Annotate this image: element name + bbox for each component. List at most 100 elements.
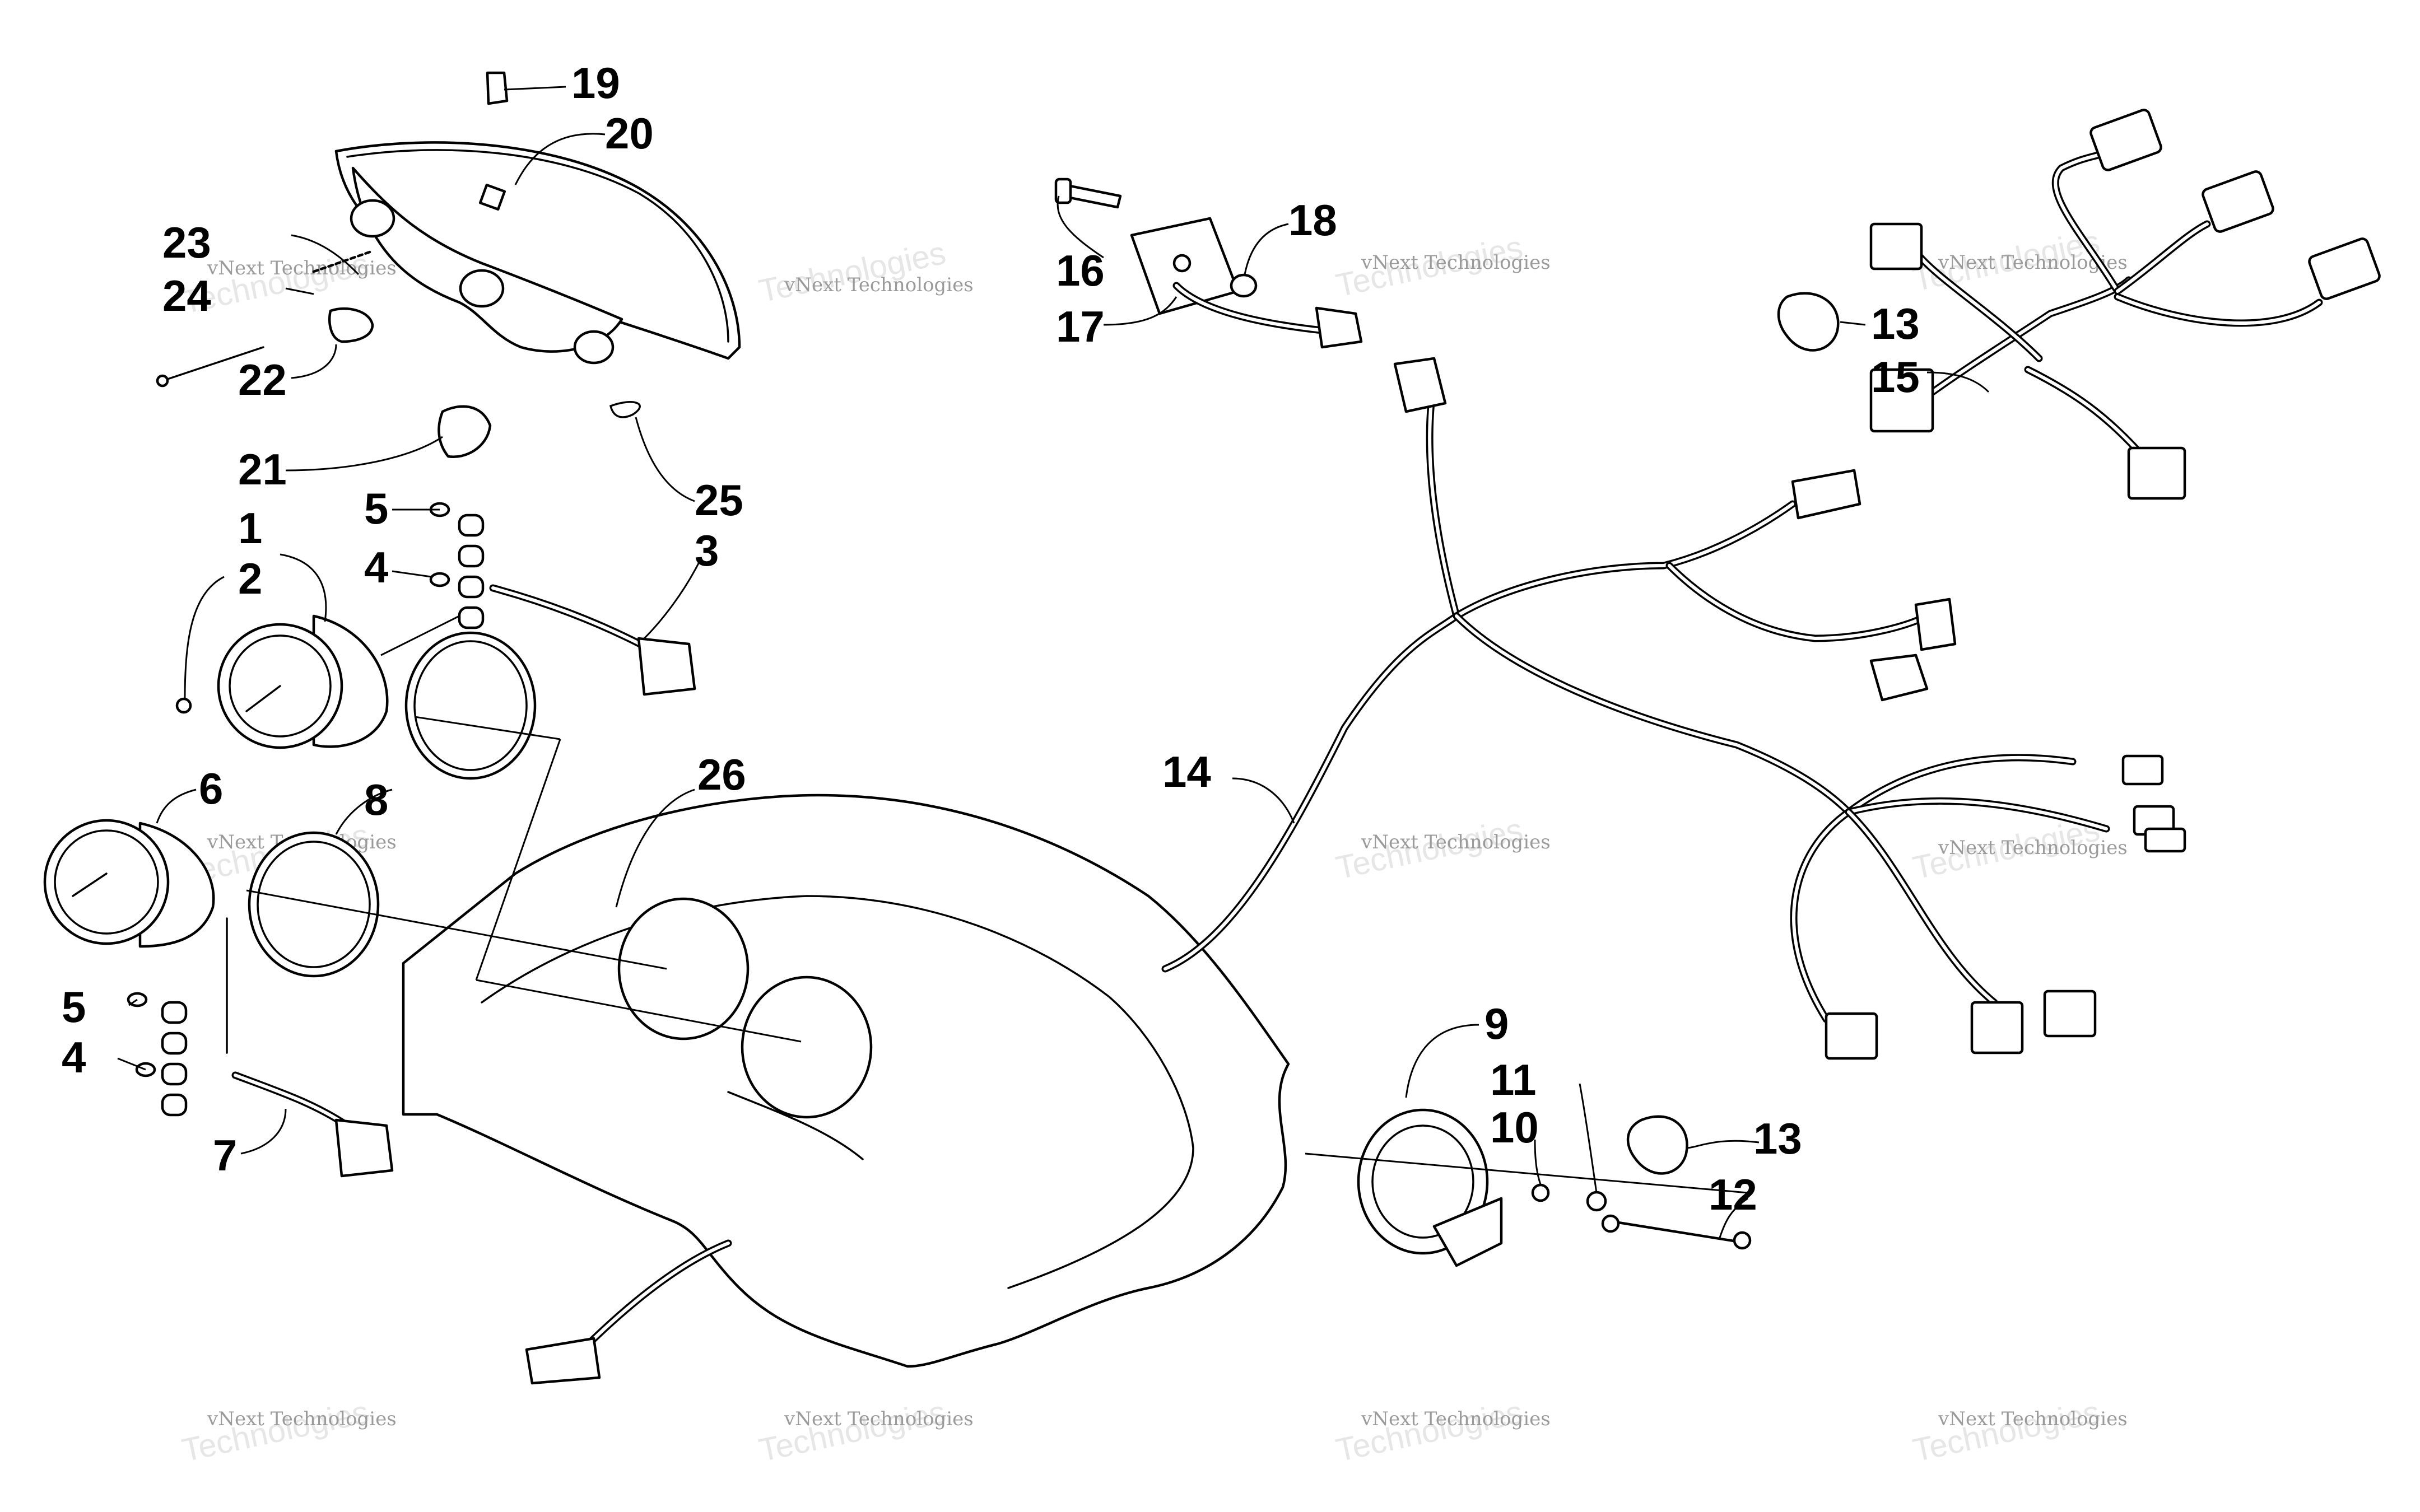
hl-socket-3: [2308, 237, 2381, 300]
socket-3d: [458, 606, 485, 629]
harness-branch-lower: [1453, 612, 1853, 816]
watermark-small-text: vNext Technologies: [207, 257, 397, 279]
hl-plug-upper: [1869, 222, 1923, 270]
callout-21: 21: [238, 445, 287, 494]
leader-17: [1103, 296, 1178, 326]
watermark-small-text: vNext Technologies: [207, 1408, 397, 1430]
leader-15: [1926, 371, 1990, 393]
headlight-assembly: [156, 71, 741, 458]
leader-4-upper: [392, 570, 432, 578]
leader-16: [1057, 195, 1104, 259]
dash-connector: [525, 1337, 601, 1385]
watermark-small-text: vNext Technologies: [1938, 1408, 2128, 1430]
tach-ring-8-upper: [404, 631, 537, 780]
leader-lines: [117, 86, 1990, 1238]
hl-plug-lower: [1869, 368, 1934, 433]
speedo-bezel: [43, 819, 170, 945]
leader-4-lower: [117, 1057, 146, 1071]
callout-18: 18: [1288, 195, 1337, 245]
leader-7: [240, 1108, 287, 1155]
callout-7: 7: [213, 1131, 237, 1180]
leader-2: [184, 576, 225, 701]
harness-branch-lower-core: [1455, 614, 1850, 814]
harness-connector-c: [1914, 598, 1957, 651]
tachometer-assembly: [175, 502, 696, 780]
bulb-socket-right: [573, 330, 615, 365]
tach-face: [229, 634, 332, 738]
leader-13-lower: [1686, 1140, 1760, 1149]
regulator-bolt-hole: [1172, 254, 1192, 273]
socket-7b: [161, 1032, 188, 1055]
dash-panel-26: [402, 794, 1290, 1385]
harness-branch-upper-core: [1455, 502, 1794, 618]
watermark-r2c3: Technologies vNext Technologies: [1333, 811, 1551, 886]
socket-3c: [458, 575, 485, 599]
voltage-regulator-assembly: [1054, 178, 1363, 349]
washer-10: [1531, 1183, 1550, 1202]
socket-7a: [161, 1001, 188, 1024]
leader-19: [504, 86, 566, 91]
retainer-clip-25: [609, 401, 641, 418]
callout-13-upper: 13: [1871, 299, 1920, 348]
clip-19: [486, 71, 509, 105]
callout-26: 26: [697, 750, 746, 799]
harness-connector-b: [1869, 654, 1929, 702]
harness-plug-6: [2043, 990, 2097, 1038]
clamp-ring-13-lower: [1626, 1115, 1688, 1175]
hl-harness-up-1-core: [2054, 150, 2119, 293]
align-line-tach-ring: [414, 716, 561, 740]
leader-20: [514, 133, 606, 185]
alignment-lines: [246, 615, 802, 1043]
socket-7c: [161, 1062, 188, 1086]
speedo-ring-8: [248, 831, 380, 978]
screw-2: [175, 697, 192, 714]
callout-2: 2: [238, 554, 262, 603]
cable-12: [1606, 1219, 1749, 1245]
watermark-r1c2: Technologies vNext Technologies: [756, 235, 974, 310]
bulb-socket-left: [350, 199, 395, 238]
leader-14: [1232, 777, 1295, 824]
watermark-small-text: vNext Technologies: [784, 1408, 974, 1430]
harness-to-regulator-core: [1428, 379, 1458, 618]
callout-14: 14: [1162, 747, 1211, 796]
callout-labels: 19 20 23 24 22 21 25 5 1 3 4 2 6 8 26 14…: [62, 58, 1920, 1219]
headlight-clip: [478, 183, 506, 211]
watermark-small-text: vNext Technologies: [784, 274, 974, 296]
watermark-r1c3: Technologies vNext Technologies: [1333, 229, 1551, 304]
leader-22: [291, 344, 337, 379]
leader-26: [615, 788, 695, 908]
callout-6: 6: [199, 764, 223, 813]
callout-9: 9: [1484, 999, 1509, 1048]
harness-plug-5: [1970, 1001, 2024, 1054]
speedo-bulb-sockets: [161, 1001, 188, 1117]
harness-plug-4: [1825, 1012, 1878, 1060]
hl-socket-2: [2202, 170, 2274, 233]
adjuster-screw-head: [156, 374, 169, 388]
align-line-ring-panel: [475, 739, 561, 981]
hl-harness-up-2-core: [2116, 222, 2209, 293]
leader-11: [1579, 1083, 1598, 1193]
leader-23: [291, 234, 360, 276]
callout-4-lower: 4: [62, 1033, 86, 1082]
socket-7d: [161, 1093, 188, 1117]
align-line-tach: [380, 615, 460, 656]
watermark-r3c1: Technologies vNext Technologies: [179, 1394, 397, 1469]
harness-branch-mid-core: [1668, 564, 1929, 640]
harness-sub-3: [1790, 808, 1853, 1023]
harness-sub-4-core: [1847, 810, 1996, 1004]
hl-harness-up-3: [2114, 293, 2323, 327]
callout-5-lower: 5: [62, 982, 86, 1032]
harness-plug-3: [2144, 827, 2186, 853]
fuel-gauge-axis: [1305, 1152, 1748, 1194]
callout-15: 15: [1871, 352, 1920, 402]
hl-harness-down-core: [2026, 368, 2147, 461]
tach-ring-8-upper-inner: [413, 640, 528, 771]
callout-16: 16: [1056, 246, 1105, 295]
speedo-face: [54, 829, 159, 935]
leader-10: [1534, 1139, 1542, 1185]
headlight-harness-15: [1869, 109, 2381, 500]
harness-branch-upper: [1453, 500, 1797, 620]
callout-23: 23: [162, 218, 211, 267]
speedo-harness-7-core: [234, 1074, 349, 1127]
leader-3: [643, 559, 701, 640]
